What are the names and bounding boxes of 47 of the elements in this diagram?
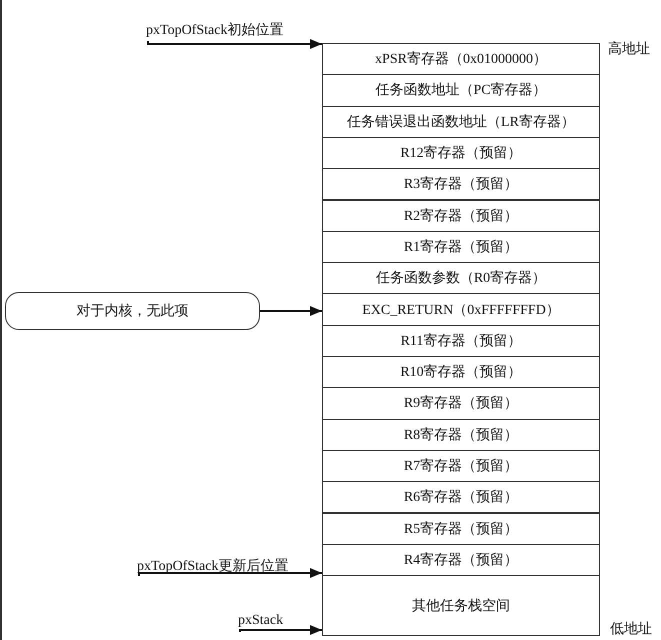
pointer-label: pxTopOfStack初始位置 bbox=[146, 21, 284, 39]
cell-text: R5寄存器（预留） bbox=[404, 520, 518, 538]
stack-cell bbox=[322, 262, 600, 294]
cell-text: xPSR寄存器（0x01000000） bbox=[375, 50, 547, 68]
pointer-label: pxTopOfStack更新后位置 bbox=[137, 557, 288, 575]
stack-cell bbox=[322, 230, 600, 264]
cell-text: 任务错误退出函数地址（LR寄存器） bbox=[347, 113, 575, 131]
cell-text: R7寄存器（预留） bbox=[404, 457, 518, 476]
stack-cell bbox=[322, 43, 600, 76]
cell-text: EXC_RETURN（0xFFFFFFFD） bbox=[362, 302, 560, 319]
cell-text: R2寄存器（预留） bbox=[404, 207, 518, 225]
pointer-label: pxStack bbox=[238, 613, 284, 629]
arrow bbox=[147, 39, 322, 49]
cell-text: R8寄存器（预留） bbox=[404, 426, 518, 444]
address-label: 高地址 bbox=[608, 40, 650, 58]
stack-cell bbox=[322, 544, 600, 576]
cell-text: 其他任务栈空间 bbox=[412, 597, 510, 615]
cell-text: 任务函数地址（PC寄存器） bbox=[375, 81, 547, 100]
stack-cell bbox=[322, 575, 600, 636]
cell-text: R3寄存器（预留） bbox=[404, 175, 518, 194]
stack-cell bbox=[322, 200, 600, 232]
cell-text: R1寄存器（预留） bbox=[404, 238, 518, 256]
cell-text: R6寄存器（预留） bbox=[404, 488, 518, 506]
stack-cell bbox=[322, 136, 600, 170]
stack-cell bbox=[322, 106, 600, 138]
cell-text: R10寄存器（预留） bbox=[400, 363, 522, 382]
stack-cell bbox=[322, 356, 600, 388]
cell-text: 任务函数参数（R0寄存器） bbox=[376, 269, 546, 288]
address-label: 低地址 bbox=[610, 620, 652, 638]
cell-text: R12寄存器（预留） bbox=[400, 144, 522, 162]
cell-text: R11寄存器（预留） bbox=[400, 332, 522, 350]
stack-cell bbox=[322, 324, 600, 357]
stack-cell bbox=[322, 74, 600, 107]
stack-cell bbox=[322, 450, 600, 482]
cell-text: R9寄存器（预留） bbox=[404, 394, 518, 412]
arrow bbox=[138, 568, 322, 578]
stack-cell bbox=[322, 293, 600, 326]
arrow bbox=[239, 625, 322, 635]
note-box bbox=[5, 292, 260, 330]
arrow bbox=[260, 306, 322, 316]
stack-cell bbox=[322, 481, 600, 514]
cell-text: 对于内核，无此项 bbox=[76, 302, 188, 320]
stack-cell bbox=[322, 168, 600, 200]
stack-cell bbox=[322, 512, 600, 545]
stack-cell bbox=[322, 387, 600, 420]
stack-cell bbox=[322, 418, 600, 451]
cell-text: R4寄存器（预留） bbox=[404, 551, 518, 569]
